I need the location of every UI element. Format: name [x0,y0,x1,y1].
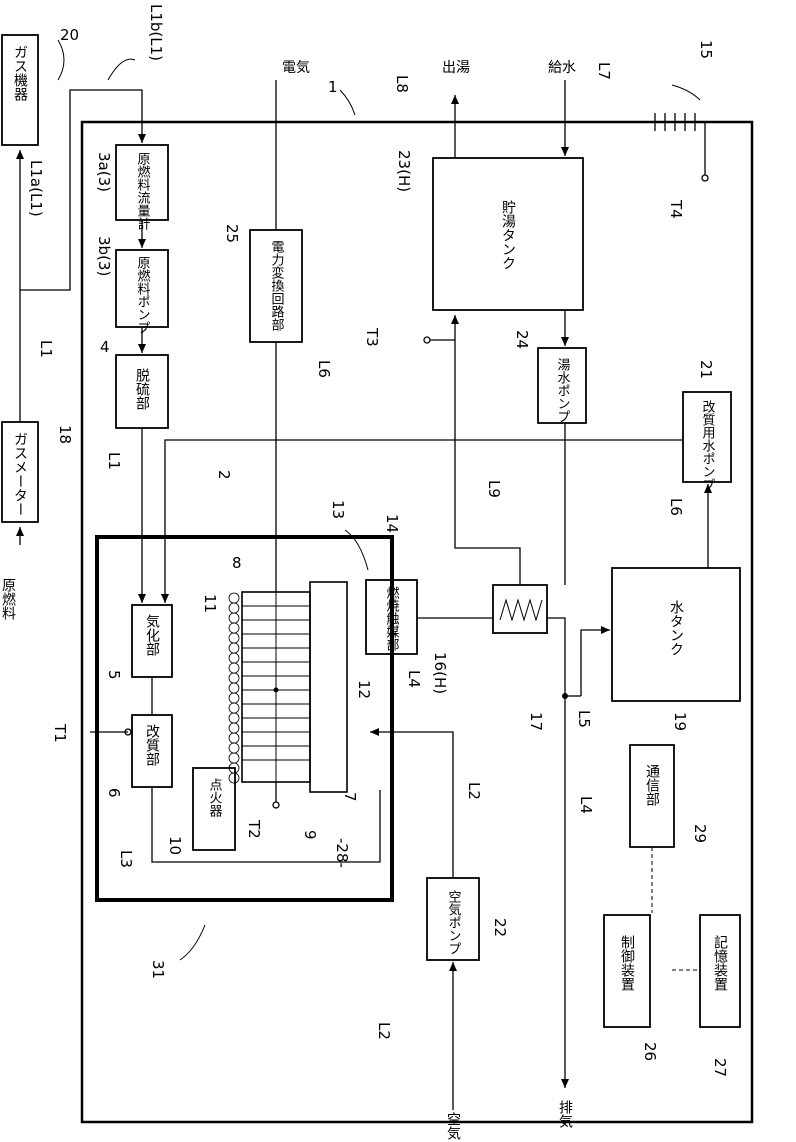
air-pump-label: 空気ポンプ [446,890,462,955]
line-l1b: L1b(L1) [147,4,165,61]
gas-appliance-label: ガス機器 [12,45,28,101]
line-l3: L3 [117,850,135,868]
line-l5: L5 [575,710,593,728]
air-label: 空気 [445,1112,461,1141]
sensor-t3: T3 [363,327,381,347]
desulfurizer-label: 脱硫部 [134,368,150,410]
junction-dot [562,693,568,699]
ref-18: 18 [56,425,74,444]
line-l4-low: L4 [577,796,595,814]
ref-3a: 3a(3) [95,152,113,192]
junction-dot [274,688,279,693]
ref-26: 26 [641,1042,659,1061]
ref-2: 2 [215,470,233,480]
sensor-t1: T1 [51,723,69,743]
water-tank-label: 水タンク [668,600,684,656]
fuel-pump-label: 原燃料ポンプ [135,256,151,334]
ref-20: 20 [60,26,79,44]
line-l1-inner: L1 [105,452,123,470]
ref-14: 14 [383,514,401,533]
ref-25: 25 [223,224,241,243]
ref-21: 21 [697,360,715,379]
line-l9: L9 [485,480,503,498]
storage-label: 記憶装置 [712,934,728,991]
line-l2-mid: L2 [465,782,483,800]
ref-7: 7 [341,792,359,802]
ref-11: 11 [201,594,219,613]
line-l6-right: L6 [667,498,685,516]
line-l1: L1 [37,340,55,358]
ref-23: 23(H) [395,150,413,192]
ref-8: 8 [232,554,242,572]
hot-water-tank-label: 貯湯タンク [500,200,516,270]
ref-1: 1 [328,78,338,96]
ref-28: -28- [333,838,351,868]
reform-water-pump-label: 改質用水ポンプ [700,400,716,491]
water-supply-label: 給水 [548,60,576,76]
line-l2-low: L2 [375,1022,393,1040]
line-l8: L8 [393,75,411,93]
line-l7: L7 [595,62,613,80]
controller-label: 制御装置 [619,935,635,991]
ref-4: 4 [100,338,110,356]
line-l1a: L1a(L1) [27,160,45,217]
ref-16: 16(H) [431,652,449,694]
ref-13: 13 [329,500,347,519]
hot-water-pump-label: 湯水ポンプ [555,358,571,423]
air-preheater [310,582,347,792]
ref-27: 27 [711,1058,729,1077]
ref-31: 31 [149,960,167,979]
ref-17: 17 [527,712,545,731]
igniter-label: 点火器 [207,778,223,818]
reformer-label: 改質部 [144,724,160,766]
gas-meter-label: ガスメーター [12,432,28,516]
ref-29: 29 [691,824,709,843]
hot-water-out-label: 出湯 [442,59,470,76]
line-l6-top: L6 [315,360,333,378]
ref-9: 9 [301,830,319,840]
ref-12: 12 [355,680,373,699]
sensor-t4: T4 [667,199,685,219]
ref-19: 19 [671,712,689,731]
combustion-catalyst-label: 燃焼触媒部 [384,585,400,651]
power-converter-label: 電力変換回路部 [269,240,285,331]
ref-24: 24 [513,330,531,349]
flowmeter-label: 原燃料流量計 [135,152,151,230]
line-l4-mid: L4 [405,670,423,688]
ref-10: 10 [166,836,184,855]
ref-3b: 3b(3) [95,236,113,276]
vaporizer-label: 気化部 [144,614,160,656]
ref-5: 5 [105,670,123,680]
electricity-label: 電気 [282,60,310,76]
ref-15: 15 [697,40,715,59]
ref-6: 6 [105,788,123,798]
communication-label: 通信部 [644,764,660,806]
exhaust-label: 排気 [557,1100,573,1129]
sensor-t2: T2 [245,819,263,839]
raw-fuel-label: 原燃料 [0,578,16,620]
ref-22: 22 [491,918,509,937]
